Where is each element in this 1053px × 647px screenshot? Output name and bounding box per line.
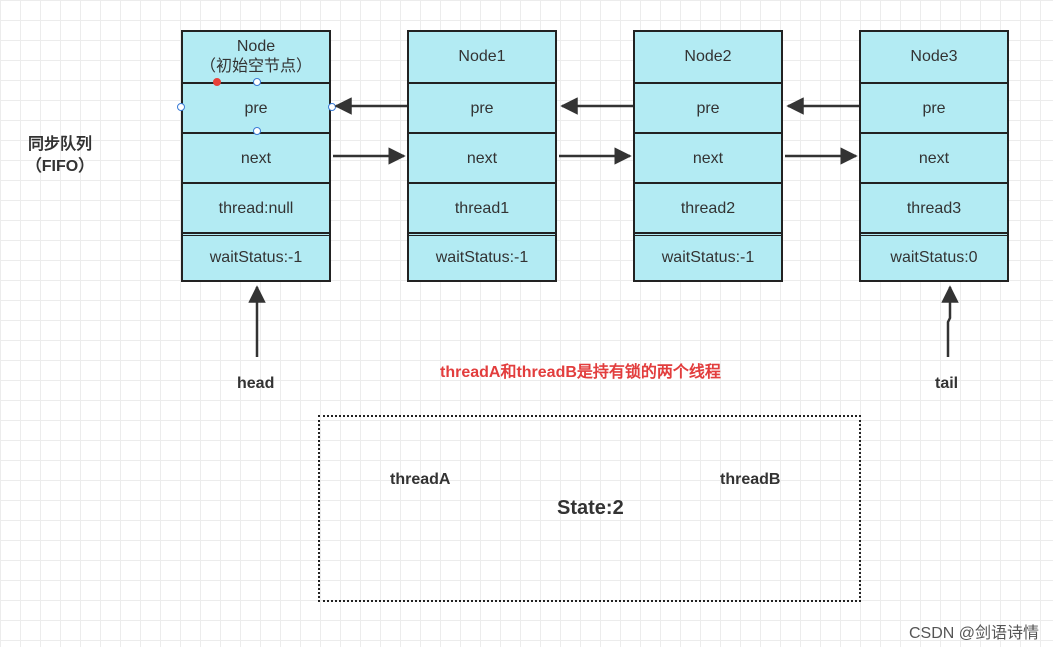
node-subtitle: （初始空节点） [199,58,312,75]
tail-label: tail [935,375,959,392]
node-pre-field: pre [409,82,555,134]
sync-queue-label: 同步队列 （FIFO） [14,134,106,178]
node-waitstatus-field: waitStatus:-1 [183,232,329,282]
node-1[interactable]: Node1 pre next thread1 waitStatus:-1 [407,30,557,282]
node-waitstatus-field: waitStatus:-1 [635,232,781,282]
node-waitstatus-field: waitStatus:0 [861,232,1007,282]
head-label: head [237,375,275,392]
node-3[interactable]: Node3 pre next thread3 waitStatus:0 [859,30,1009,282]
connection-handle[interactable] [177,103,185,111]
thread-a-label: threadA [390,471,451,488]
sync-queue-title: 同步队列 [27,136,92,153]
connection-handle-red[interactable] [213,78,221,86]
lock-holder-box[interactable] [318,415,861,602]
lock-holders-note: threadA和threadB是持有锁的两个线程 [440,364,721,381]
node-next-field: next [635,132,781,184]
connection-handle[interactable] [253,127,261,135]
node-title: Node2 [684,48,732,65]
node-pre-field: pre [861,82,1007,134]
thread-b-label: threadB [720,471,781,488]
node-thread-field: thread3 [861,182,1007,234]
sync-queue-fifo: （FIFO） [25,158,95,175]
node-waitstatus-field: waitStatus:-1 [409,232,555,282]
watermark: CSDN @剑语诗情 [908,625,1039,642]
node-thread-field: thread1 [409,182,555,234]
node-thread-field: thread:null [183,182,329,234]
node-thread-field: thread2 [635,182,781,234]
node-title: Node [236,38,276,55]
node-next-field: next [409,132,555,184]
node-next-field: next [861,132,1007,184]
node-title: Node1 [458,48,506,65]
state-label: State:2 [557,497,624,519]
node-title: Node3 [910,48,958,65]
connection-handle[interactable] [253,78,261,86]
node-pre-field: pre [635,82,781,134]
tail-pointer-arrow [941,285,959,357]
node-title-cell: Node （初始空节点） [183,32,329,82]
node-2[interactable]: Node2 pre next thread2 waitStatus:-1 [633,30,783,282]
